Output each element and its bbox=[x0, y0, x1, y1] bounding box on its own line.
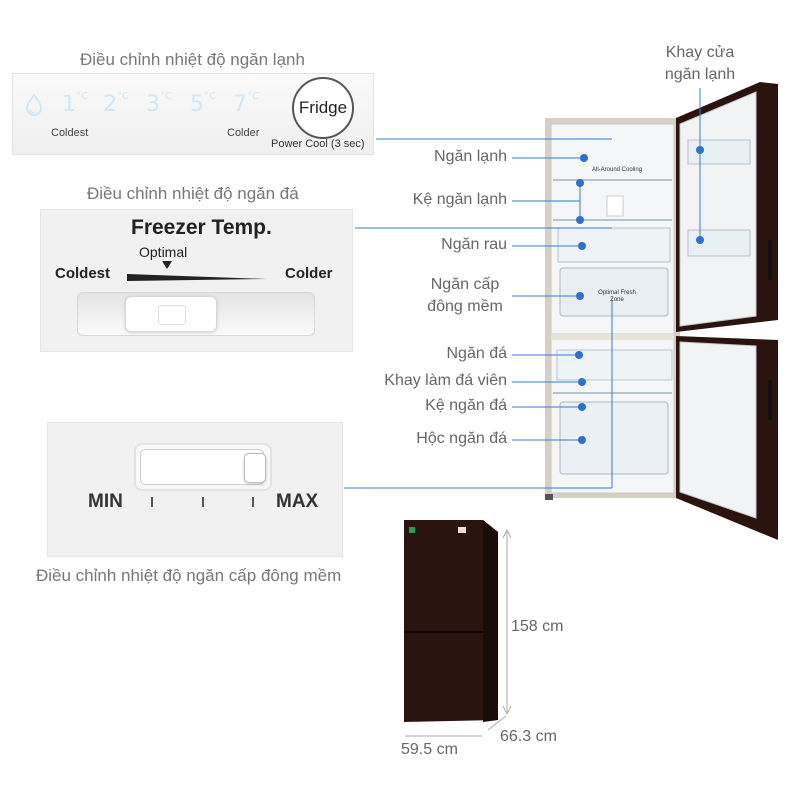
temp-setting-1[interactable]: 1°C bbox=[62, 90, 88, 117]
freezer-colder-label: Colder bbox=[285, 265, 333, 282]
height-dimension: 158 cm bbox=[511, 618, 564, 635]
fridge-cabinet bbox=[545, 118, 680, 500]
tick-mark bbox=[151, 497, 153, 507]
soft-freeze-panel: MIN MAX bbox=[47, 422, 343, 557]
freezer-shelf-label: Kệ ngăn đá bbox=[425, 397, 507, 414]
soft-freeze-knob[interactable] bbox=[244, 453, 266, 483]
optimal-label: Optimal bbox=[139, 244, 188, 260]
soft-freeze-label: Ngăn cấp đông mềm bbox=[427, 276, 503, 315]
min-label: MIN bbox=[88, 491, 123, 512]
closed-fridge-illustration bbox=[404, 520, 498, 722]
colder-label: Colder bbox=[227, 127, 260, 139]
fridge-button[interactable]: Fridge bbox=[292, 77, 354, 139]
cooling-label: All-Around Cooling bbox=[592, 167, 643, 173]
temperature-wedge-icon bbox=[127, 261, 267, 281]
callout-dots bbox=[575, 146, 704, 444]
dimension-lines bbox=[405, 528, 512, 737]
vegetable-drawer-label: Ngăn rau bbox=[441, 236, 507, 253]
max-label: MAX bbox=[276, 491, 319, 512]
soft-freeze-slider bbox=[140, 449, 264, 485]
fresh-zone-label: Optimal Fresh Zone bbox=[598, 290, 636, 303]
fridge-control-panel: 1°C 2°C 3°C 5°C 7°C Coldest Colder Fridg… bbox=[12, 73, 374, 155]
temp-setting-2[interactable]: 2°C bbox=[103, 90, 129, 117]
freezer-control-panel: Freezer Temp. Optimal Coldest Colder bbox=[40, 209, 353, 352]
temp-setting-3[interactable]: 3°C bbox=[146, 90, 172, 117]
depth-dimension: 66.3 cm bbox=[500, 728, 557, 745]
freezer-slider-knob[interactable] bbox=[125, 296, 217, 332]
fridge-compartment-label: Ngăn lạnh bbox=[434, 148, 507, 165]
freezer-control-caption: Điều chỉnh nhiệt độ ngăn đá bbox=[87, 184, 299, 203]
water-drop-icon bbox=[25, 93, 43, 116]
width-dimension: 59.5 cm bbox=[401, 741, 458, 758]
power-cool-label: Power Cool (3 sec) bbox=[271, 138, 365, 150]
soft-freeze-caption: Điều chỉnh nhiệt độ ngăn cấp đông mềm bbox=[36, 566, 342, 585]
callout-lines bbox=[344, 88, 701, 489]
fridge-shelf-label: Kệ ngăn lạnh bbox=[412, 191, 507, 208]
temp-setting-5[interactable]: 5°C bbox=[190, 90, 216, 117]
tick-mark bbox=[202, 497, 204, 507]
freezer-coldest-label: Coldest bbox=[55, 265, 111, 282]
coldest-label: Coldest bbox=[51, 127, 89, 139]
freezer-label: Ngăn đá bbox=[446, 345, 508, 362]
tick-mark bbox=[252, 497, 254, 507]
ice-tray-label: Khay làm đá viên bbox=[384, 372, 507, 389]
freezer-drawer-label: Hộc ngăn đá bbox=[416, 430, 507, 447]
door-tray-label: Khay cửa ngăn lạnh bbox=[664, 44, 736, 83]
fridge-control-caption: Điều chỉnh nhiệt độ ngăn lạnh bbox=[80, 50, 305, 69]
freezer-temp-title: Freezer Temp. bbox=[131, 216, 272, 239]
fridge-doors bbox=[676, 82, 778, 540]
temp-setting-7[interactable]: 7°C bbox=[233, 90, 259, 117]
